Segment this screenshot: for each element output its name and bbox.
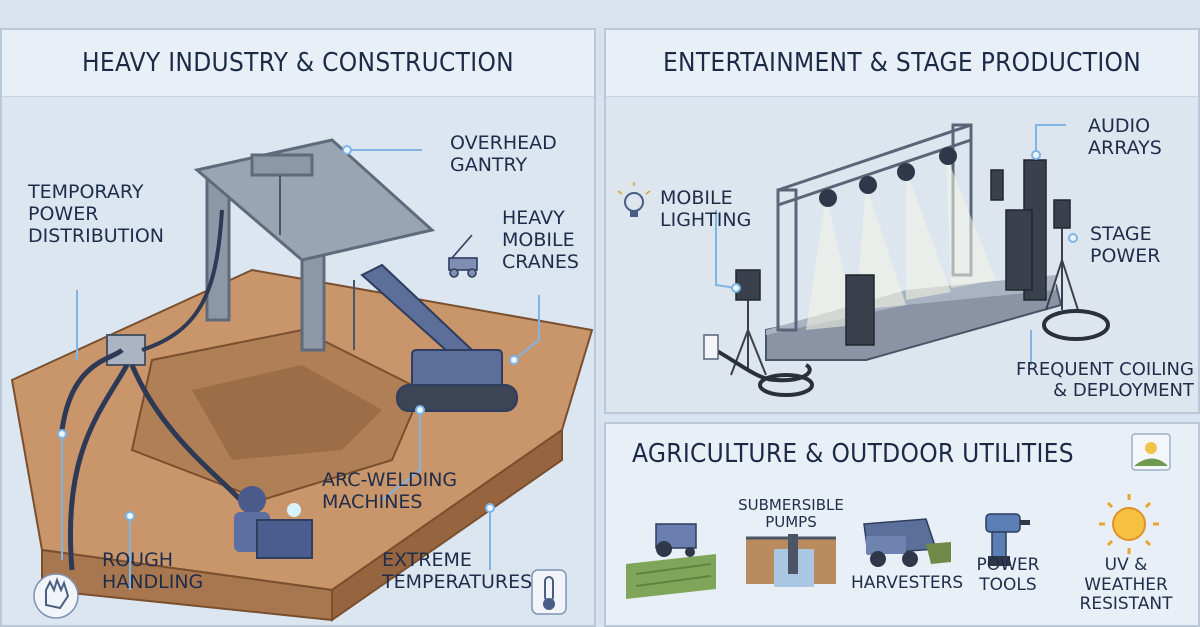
rough-handling-label: ROUGH HANDLING [102,549,204,593]
stage-illustration [617,123,1110,397]
harvester-icon [863,518,951,567]
sun-icon [1099,494,1159,554]
glove-icon [33,573,79,619]
temporary-power-label: TEMPORARY POWER DISTRIBUTION [28,181,165,247]
agriculture-panel: AGRICULTURE & OUTDOOR UTILITIES [604,422,1200,627]
drill-icon [985,513,1030,566]
entertainment-panel: ENTERTAINMENT & STAGE PRODUCTION [604,28,1200,414]
mobile-lighting-label: MOBILE LIGHTING [660,187,752,231]
frequent-coiling-label: FREQUENT COILING & DEPLOYMENT [1016,359,1194,401]
overhead-gantry-label: OVERHEAD GANTRY [450,132,557,176]
construction-site-illustration [10,138,594,622]
stage-power-label: STAGE POWER [1090,223,1161,267]
pump-icon [746,534,836,587]
tractor-icon [626,523,716,599]
harvesters-label: HARVESTERS [851,573,964,593]
heavy-industry-panel: HEAVY INDUSTRY & CONSTRUCTION [0,28,596,627]
submersible-pumps-label: SUBMERSIBLE PUMPS [738,496,844,532]
arc-welding-label: ARC-WELDING MACHINES [322,469,458,513]
agriculture-icons [626,433,1171,599]
extreme-temperatures-label: EXTREME TEMPERATURES [382,549,533,593]
mobile-cranes-label: HEAVY MOBILE CRANES [502,207,579,273]
audio-arrays-label: AUDIO ARRAYS [1088,115,1162,159]
entertainment-title: ENTERTAINMENT & STAGE PRODUCTION [606,30,1198,97]
agriculture-title: AGRICULTURE & OUTDOOR UTILITIES [632,439,1074,469]
heavy-industry-title: HEAVY INDUSTRY & CONSTRUCTION [2,30,594,97]
lightbulb-icon [617,182,651,217]
thermometer-icon [531,569,567,615]
sun-field-icon [1131,433,1171,471]
uv-weather-label: UV & WEATHER RESISTANT [1079,555,1173,615]
power-tools-label: POWER TOOLS [976,555,1040,595]
